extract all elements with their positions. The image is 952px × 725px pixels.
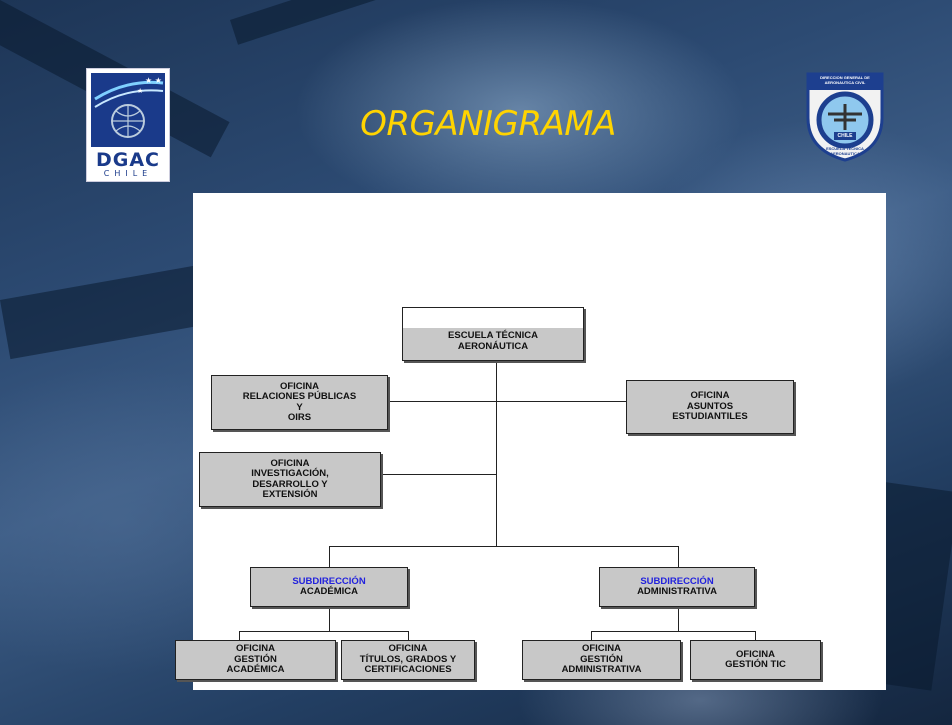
dgac-emblem-icon: ★ ★ ★ [91, 73, 165, 147]
svg-text:★ ★: ★ ★ [145, 76, 162, 85]
connector-line [408, 631, 409, 640]
org-node-heading: SUBDIRECCIÓN [640, 575, 714, 587]
connector-line [239, 631, 408, 632]
org-node-label: GESTIÓN [234, 653, 277, 665]
connector-line [755, 631, 756, 640]
school-logo-flag-text: CHILE [837, 133, 853, 139]
connector-line [678, 607, 679, 631]
org-node-label: GESTIÓN [580, 653, 623, 665]
dgac-logo: ★ ★ ★ DGAC CHILE [86, 68, 170, 182]
org-node-label: OFICINA [735, 648, 776, 660]
school-logo: DIRECCION GENERAL DE AERONAUTICA CIVIL C… [804, 70, 886, 162]
org-node-label: GESTIÓN TIC [725, 659, 786, 670]
org-node-oficina-titulos-grados: OFICINA TÍTULOS, GRADOS Y CERTIFICACIONE… [341, 640, 475, 680]
dgac-logo-subtext: CHILE [103, 169, 153, 178]
org-node-label: ACADÉMICA [226, 664, 285, 676]
org-node-label: OIRS [287, 412, 312, 423]
org-node-label: AERONÁUTICA [457, 340, 529, 352]
connector-line [381, 474, 496, 475]
connector-line [591, 631, 755, 632]
connector-line [388, 401, 626, 402]
org-node-subdireccion-academica: SUBDIRECCIÓN ACADÉMICA [250, 567, 408, 607]
school-logo-top-text: DIRECCION GENERAL DE AERONAUTICA CIVIL [820, 75, 870, 85]
org-node-label: OFICINA [279, 380, 320, 392]
org-node-oficina-gestion-administrativa: OFICINA GESTIÓN ADMINISTRATIVA [522, 640, 681, 680]
org-node-label: TÍTULOS, GRADOS Y [359, 653, 457, 665]
org-chart-panel: ESCUELA TÉCNICA AERONÁUTICA OFICINA RELA… [175, 193, 886, 690]
connector-line [329, 546, 678, 547]
school-shield-icon [806, 72, 884, 162]
connector-line [239, 631, 240, 640]
org-node-label: Y [296, 401, 303, 413]
org-node-heading: SUBDIRECCIÓN [292, 575, 366, 587]
org-node-subdireccion-administrativa: SUBDIRECCIÓN ADMINISTRATIVA [599, 567, 755, 607]
connector-line [329, 546, 330, 567]
dgac-logo-text: DGAC [95, 149, 160, 171]
org-node-oficina-gestion-tic: OFICINA GESTIÓN TIC [690, 640, 821, 680]
org-node-label: ADMINISTRATIVA [561, 664, 642, 676]
org-node-oficina-relaciones-publicas: OFICINA RELACIONES PÚBLICAS Y OIRS [211, 375, 388, 430]
org-node-label: ESTUDIANTILES [672, 411, 748, 423]
org-node-label: RELACIONES PÚBLICAS [242, 391, 357, 402]
school-logo-ring-text: ESCUELA TECNICA AERONAUTICA [826, 146, 864, 156]
org-node-label: OFICINA [388, 643, 428, 655]
org-node-label: ADMINISTRATIVA [637, 586, 717, 597]
org-node-label: OFICINA [270, 457, 310, 469]
page-title: ORGANIGRAMA [360, 104, 616, 144]
svg-text:★: ★ [137, 87, 143, 95]
org-node-label: ACADÉMICA [299, 586, 359, 597]
org-node-oficina-asuntos-estudiantiles: OFICINA ASUNTOS ESTUDIANTILES [626, 380, 794, 434]
org-node-label: EXTENSIÓN [262, 489, 318, 500]
org-node-label: OFICINA [581, 643, 622, 655]
org-node-label: OFICINA [690, 390, 730, 402]
org-node-label: OFICINA [235, 643, 276, 655]
connector-line [329, 607, 330, 631]
org-node-oficina-gestion-academica: OFICINA GESTIÓN ACADÉMICA [175, 640, 336, 680]
connector-line [591, 631, 592, 640]
connector-line [496, 360, 497, 546]
org-node-label: DESARROLLO Y [252, 478, 328, 490]
connector-line [678, 546, 679, 567]
org-node-root: ESCUELA TÉCNICA AERONÁUTICA [402, 307, 584, 361]
org-node-label: CERTIFICACIONES [364, 664, 452, 676]
org-node-label: INVESTIGACIÓN, [251, 468, 329, 479]
org-node-oficina-investigacion: OFICINA INVESTIGACIÓN, DESARROLLO Y EXTE… [199, 452, 381, 507]
org-node-label: ESCUELA TÉCNICA [448, 330, 538, 341]
org-node-label: ASUNTOS [686, 400, 734, 412]
